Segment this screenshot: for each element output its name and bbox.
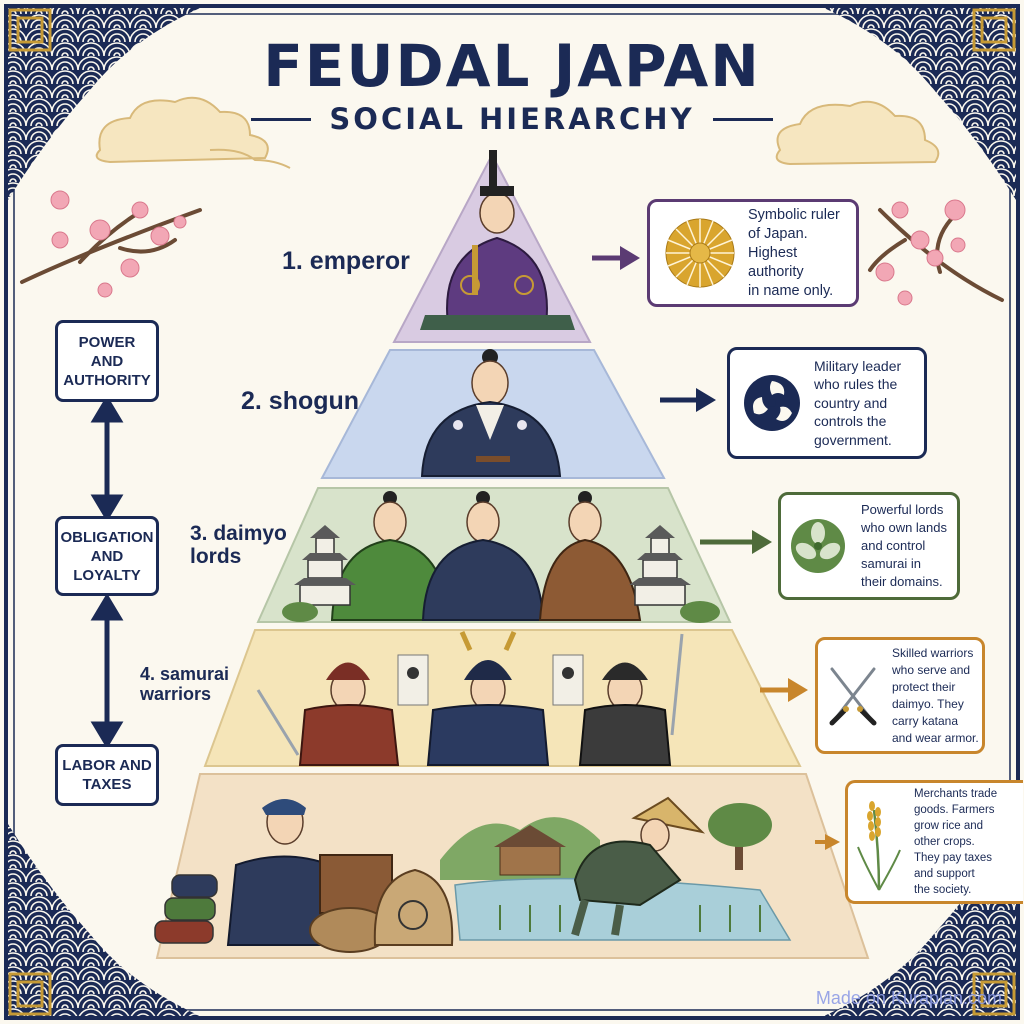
arrow-emperor	[592, 246, 640, 270]
subtitle-rule-left	[251, 117, 312, 121]
arrow-commoners	[815, 834, 840, 850]
side-label-labor-taxes: LABOR AND TAXES	[55, 744, 159, 806]
crossed-katana-icon	[829, 667, 877, 725]
side-label-obligation-loyalty: OBLIGATION AND LOYALTY	[55, 516, 159, 596]
arrow-daimyo	[700, 530, 772, 554]
crest-leaf-icon	[791, 519, 845, 573]
arrow-shogun	[660, 388, 716, 412]
side-arrow-lower	[90, 593, 124, 749]
emperor-figure	[420, 150, 575, 330]
description-box-samurai: Skilled warriors who serve and protect t…	[815, 637, 985, 754]
daimyo-figures	[282, 491, 720, 623]
description-box-commoners: Merchants trade goods. Farmers grow rice…	[845, 780, 1023, 904]
tomoe-icon	[744, 375, 800, 431]
cloud-right	[775, 100, 940, 166]
description-box-emperor: Symbolic ruler of Japan. Highest authori…	[647, 199, 859, 307]
commoners-scene	[154, 796, 792, 953]
chrysanthemum-icon	[665, 218, 735, 288]
description-box-shogun: Military leader who rules the country an…	[727, 347, 927, 459]
watermark: Made on Kuraplan.com	[815, 988, 1002, 1008]
description-box-daimyo: Powerful lords who own lands and control…	[778, 492, 960, 600]
shogun-figure	[420, 349, 562, 477]
page-subtitle: SOCIAL HIERARCHY	[329, 102, 695, 136]
tier-label-daimyo: 3. daimyo lords	[190, 522, 287, 569]
tier-label-emperor: 1. emperor	[282, 247, 410, 275]
description-text-commoners: Merchants trade goods. Farmers grow rice…	[914, 788, 998, 896]
tier-label-samurai: 4. samurai warriors	[140, 664, 230, 704]
description-text-shogun: Military leader who rules the country an…	[814, 357, 902, 448]
samurai-figures	[256, 630, 684, 766]
subtitle-row: SOCIAL HIERARCHY	[0, 102, 1024, 136]
page-title: FEUDAL JAPAN	[263, 32, 761, 100]
tier-label-shogun: 2. shogun	[241, 387, 360, 415]
description-text-emperor: Symbolic ruler of Japan. Highest authori…	[748, 206, 840, 299]
side-arrow-upper	[90, 395, 124, 522]
subtitle-rule-right	[712, 117, 773, 121]
description-text-daimyo: Powerful lords who own lands and control…	[861, 502, 947, 589]
rice-stalk-icon	[857, 801, 901, 891]
cloud-left	[95, 96, 291, 169]
arrow-samurai	[760, 678, 808, 702]
description-text-samurai: Skilled warriors who serve and protect t…	[892, 645, 979, 745]
side-label-power-authority: POWER AND AUTHORITY	[55, 320, 159, 402]
